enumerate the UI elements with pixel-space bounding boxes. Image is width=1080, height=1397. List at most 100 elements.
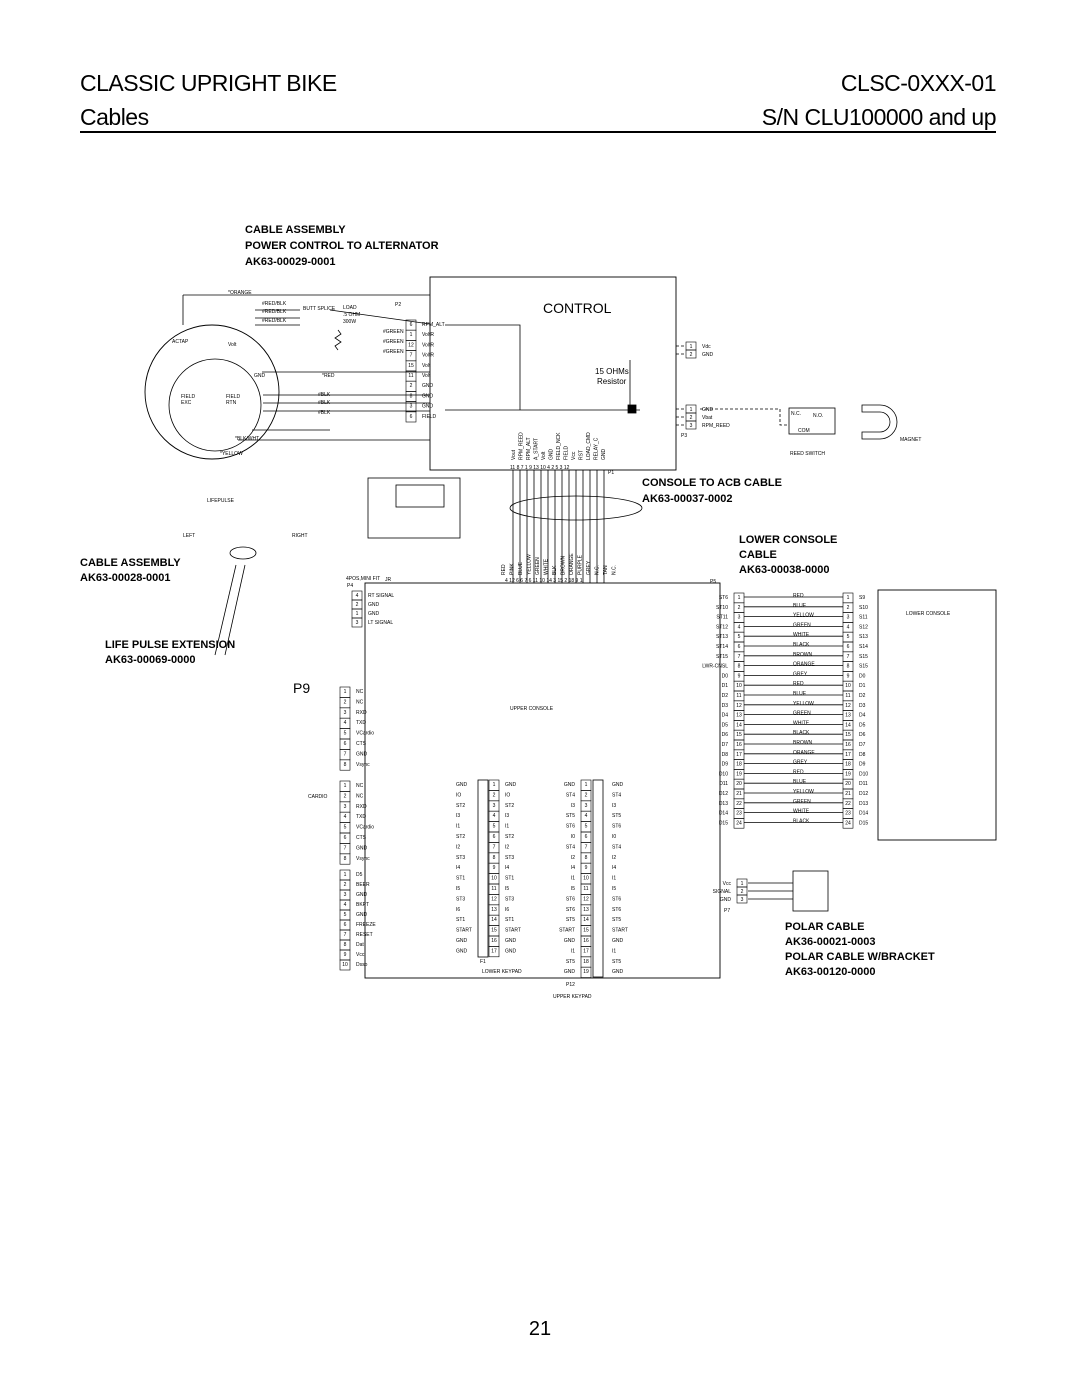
acb-signal: RST — [579, 450, 585, 460]
label-com: COM — [798, 428, 810, 434]
acb-signal: LOAD_CMD — [586, 432, 592, 460]
lower-wire-color: BLACK — [793, 730, 810, 736]
lower-wire-color: RED — [793, 593, 804, 599]
p9-pin-label: NC — [356, 699, 364, 705]
upper-keypad-pin-label: GND — [564, 938, 576, 944]
lower-keypad-signal: ST3 — [456, 855, 465, 861]
wire-color-label: *RED — [322, 373, 335, 379]
p5-pin-num: 4 — [738, 624, 741, 630]
lower-keypad-signal: I4 — [456, 865, 460, 871]
label-butt-splice: BUTT SPLICE — [303, 306, 336, 312]
p2-pin-num: 6 — [410, 414, 413, 420]
p4-vdc-pin-label: GND — [702, 352, 714, 358]
lower-wire-color: WHITE — [793, 632, 810, 638]
upper-keypad-signal: I5 — [612, 886, 616, 892]
upper-keypad-pin-num: 15 — [583, 928, 589, 934]
lower-keypad-pin-num: 9 — [493, 865, 496, 871]
p5-pin-label: D4 — [722, 713, 729, 719]
p4-pin-num: 2 — [356, 602, 359, 608]
lower-keypad-signal: ST2 — [456, 834, 465, 840]
upper-keypad-pin-label: ST4 — [566, 792, 575, 798]
wire-color-label: *ORANGE — [228, 290, 252, 296]
p3-pin-num: 3 — [690, 423, 693, 429]
p4-vdc-pin-box — [685, 349, 697, 359]
upper-keypad-pin-num: 16 — [583, 938, 589, 944]
lower-wire-color: BLUE — [793, 603, 807, 609]
p2-pin-label: GND — [422, 383, 434, 389]
p1-lower-pin-label: D4 — [859, 713, 866, 719]
upper-keypad-pin-num: 7 — [585, 844, 588, 850]
p9-pin-num: 7 — [344, 751, 347, 757]
cardio-pin-label: NC — [356, 783, 364, 789]
label-cable-lifepulse-pn: AK63-00028-0001 — [80, 572, 171, 584]
p9-pin-box — [339, 759, 351, 771]
p5-pin-label: ST11 — [716, 615, 728, 621]
wire-color-label: #BLK — [318, 392, 331, 398]
p2-pin-label: GND — [422, 404, 434, 410]
p7-pin-num: 3 — [741, 897, 744, 903]
p1-lower-pin-label: S11 — [859, 615, 868, 621]
cardio-pin-label: NC — [356, 793, 364, 799]
lower-keypad-signal: I3 — [456, 813, 460, 819]
p7-pin-num: 2 — [741, 889, 744, 895]
lower-wire-color: WHITE — [793, 720, 810, 726]
wire-color-label: #RED/BLK — [262, 309, 287, 315]
lower-console-color: PINK — [510, 563, 516, 575]
p5-pin-label: ST15 — [716, 654, 728, 660]
p5-connector: 1ST62ST103ST114ST125ST136ST147ST158LWR-C… — [702, 592, 745, 829]
lower-keypad-pin-label: ST2 — [505, 834, 514, 840]
p5-pin-num: 18 — [736, 762, 742, 768]
upper-keypad-pin-label: GND — [564, 782, 576, 788]
label-polar-bracket: POLAR CABLE W/BRACKET — [785, 951, 935, 963]
upper-keypad-pin-num: 12 — [583, 896, 589, 902]
misc-pin-label: GND — [356, 912, 368, 918]
cardio-pin-label: CTS — [356, 835, 367, 841]
resistor-block — [627, 404, 637, 414]
lower-keypad-pin-num: 7 — [493, 844, 496, 850]
label-console-acb: CONSOLE TO ACB CABLE — [642, 477, 782, 489]
upper-keypad-signal: ST4 — [612, 844, 621, 850]
misc-pin-label: BEER — [356, 882, 370, 888]
p2-pin-label: FIELD — [422, 414, 437, 420]
lower-wire-color: ORANGE — [793, 750, 815, 756]
cardio-pin-num: 5 — [344, 825, 347, 831]
p4-pin-label: GND — [368, 611, 380, 617]
label-exc: EXC — [181, 400, 192, 406]
p5-pin-num: 19 — [736, 771, 742, 777]
cardio-pin-label: GND — [356, 845, 368, 851]
lower-wire-color: YELLOW — [793, 789, 814, 795]
upper-keypad-signal: I1 — [612, 948, 616, 954]
upper-keypad-pin-label: ST5 — [566, 959, 575, 965]
cardio-pin-num: 2 — [344, 793, 347, 799]
p4-pin-label: RT SIGNAL — [368, 593, 394, 599]
p5-pin-label: D2 — [722, 693, 729, 699]
lower-keypad-signal: I6 — [456, 907, 460, 913]
p7-pin-num: 1 — [741, 881, 744, 887]
lower-keypad-pin-label: ST3 — [505, 855, 514, 861]
misc-pin-num: 2 — [344, 882, 347, 888]
p5-pin-num: 10 — [736, 683, 742, 689]
p1-lower-pin-num: 19 — [845, 771, 851, 777]
misc-pin-box — [339, 959, 351, 971]
cardio-pin-num: 8 — [344, 856, 347, 862]
misc-pin-num: 1 — [344, 872, 347, 878]
lower-wire-color: GREY — [793, 760, 808, 766]
p5-pin-num: 9 — [738, 673, 741, 679]
p1-lower-pin-num: 9 — [847, 673, 850, 679]
lower-keypad-signal: I1 — [456, 824, 460, 830]
p4-pin-num: 3 — [356, 620, 359, 626]
lower-keypad-pin-num: 1 — [493, 782, 496, 788]
lower-keypad-pin-num: 3 — [493, 803, 496, 809]
upper-keypad-pin-num: 13 — [583, 907, 589, 913]
upper-keypad-pin-label: ST5 — [566, 917, 575, 923]
lower-keypad-signal: START — [456, 928, 472, 934]
lower-console-color: N.C. — [612, 565, 618, 575]
p3-pin-num: 1 — [690, 407, 693, 413]
lower-wire-color: GREY — [793, 671, 808, 677]
cardio-pin-label: RXD — [356, 804, 367, 810]
alternator-inner — [168, 358, 262, 452]
upper-keypad-signal: ST5 — [612, 917, 621, 923]
upper-keypad-signal: ST5 — [612, 959, 621, 965]
lower-console-color: GREY — [586, 560, 592, 575]
